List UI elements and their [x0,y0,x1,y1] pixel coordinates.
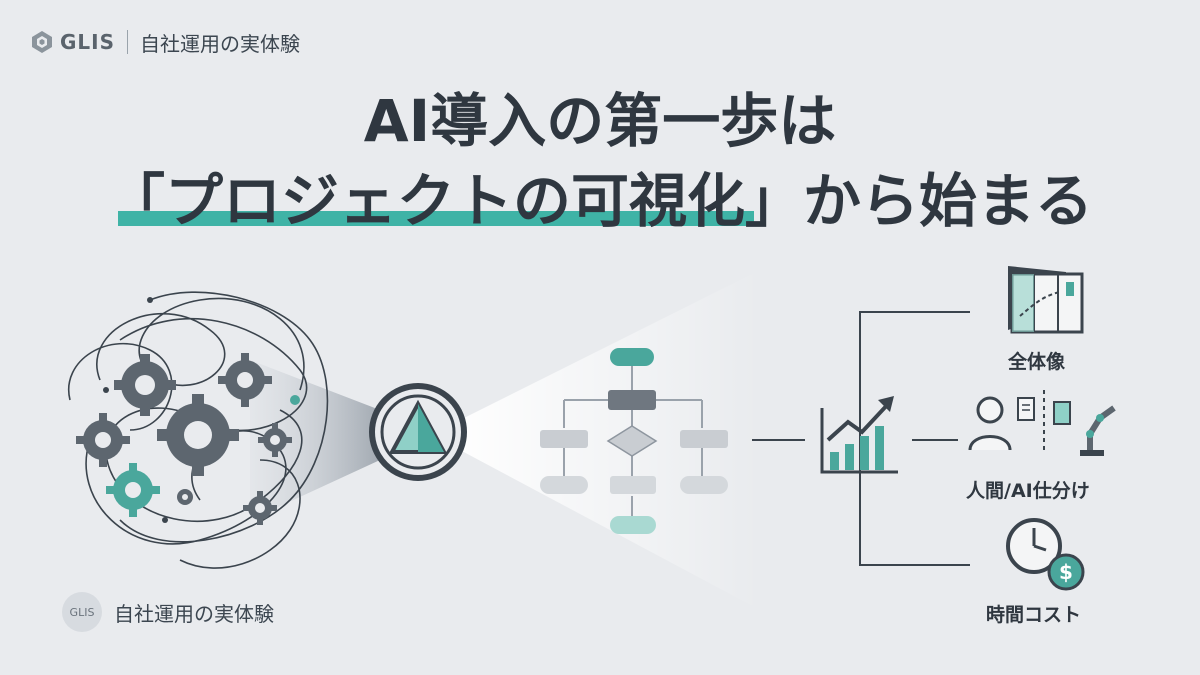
brand-name: GLIS [60,30,116,54]
svg-text:$: $ [1059,560,1073,584]
flow-node [680,476,728,494]
analytics-chart-icon [820,396,898,474]
header-divider [127,30,129,54]
gear-icon [76,413,130,467]
flow-node [540,430,588,448]
gear-icon [114,354,176,416]
gear-icon [177,489,193,505]
gear-icon [106,463,160,517]
title-line-1: AI導入の第一歩は [363,87,837,155]
glis-logo-icon [32,31,52,53]
footer-text: 自社運用の実体験 [114,601,274,626]
gear-icon [258,423,292,457]
output-label-overview: 全体像 [1008,351,1066,373]
prism-lens-icon [369,383,467,481]
gear-icon [243,491,277,525]
output-label-time-cost: 時間コスト [986,604,1082,626]
title-highlight [118,211,754,226]
flow-node [680,430,728,448]
map-icon [1008,266,1084,334]
clock-dollar-icon: $ [1006,518,1085,591]
flow-node [608,390,656,410]
output-label-human-ai: 人間/AI仕分け [966,480,1090,502]
gear-icon [157,394,239,476]
human-robot-icon [968,390,1116,456]
flowchart [563,362,703,516]
footer: GLIS 自社運用の実体験 [62,592,274,632]
flow-node [610,348,654,366]
header-subtitle: 自社運用の実体験 [140,31,301,56]
title-line-2: 「プロジェクトの可視化」から始まる [106,167,1093,235]
footer-logo: GLIS [62,592,102,632]
flow-decision [606,425,658,457]
flow-node [540,476,588,494]
flow-node [610,516,656,534]
gear-icon [218,353,272,407]
header: GLIS 自社運用の実体験 [30,26,300,58]
flow-node [610,476,656,494]
